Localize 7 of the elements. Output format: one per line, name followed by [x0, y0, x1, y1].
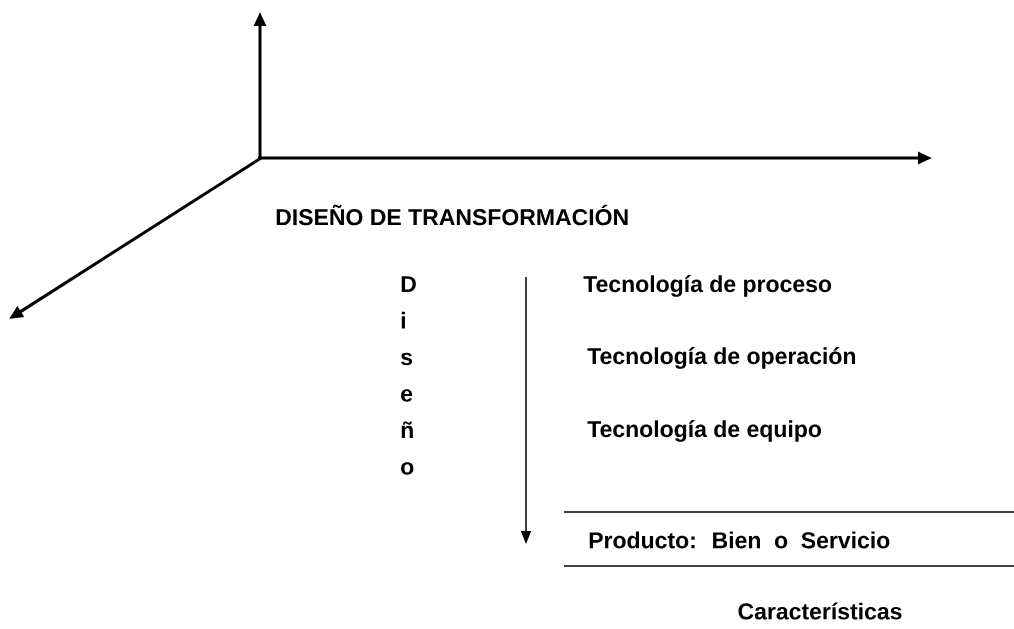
technology-item: Tecnología de proceso	[583, 275, 832, 297]
heading: DISEÑO DE TRANSFORMACIÓN	[276, 204, 628, 226]
characteristics-text: Características	[738, 602, 902, 620]
vertical-word: Diseño	[401, 276, 416, 475]
technology-item: Tecnología de operación	[587, 347, 855, 369]
product-text: Producto: Bien o Servicio	[589, 531, 890, 549]
technology-item: Tecnología de equipo	[587, 420, 822, 442]
